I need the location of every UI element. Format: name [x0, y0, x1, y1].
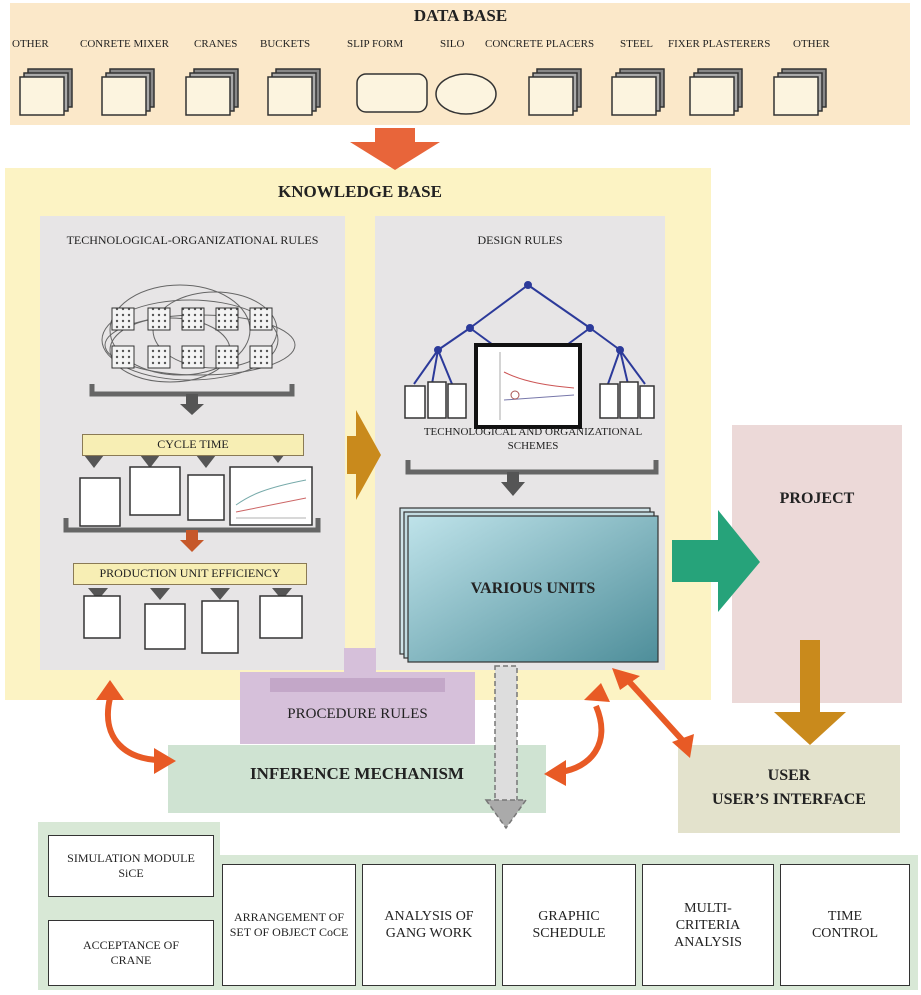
graphic-schedule-box: GRAPHIC SCHEDULE: [502, 864, 636, 986]
db-label-buckets: BUCKETS: [260, 38, 311, 50]
design-chart-thumbnail: [474, 343, 582, 429]
various-units-label: VARIOUS UNITS: [470, 580, 596, 597]
acceptance-of-crane-box: ACCEPTANCE OF CRANE: [48, 920, 214, 986]
db-label-other-1: OTHER: [12, 38, 49, 50]
units-to-modules-dashed-arrow: [484, 665, 528, 830]
project-to-user-arrow: [774, 640, 846, 745]
time-control-label: TIME CONTROL: [811, 909, 879, 941]
acceptance-of-crane-label: ACCEPTANCE OF CRANE: [82, 938, 180, 967]
database-title: DATA BASE: [413, 6, 508, 25]
inference-title: INFERENCE MECHANISM: [250, 764, 464, 783]
cycle-time-chart-thumbnail: [229, 466, 313, 526]
multi-criteria-label: MULTI-CRITERIA ANALYSIS: [674, 900, 742, 950]
db-stack-8: [773, 68, 827, 116]
cycle-time-boxes: [79, 466, 225, 527]
analysis-gang-work-box: ANALYSIS OF GANG WORK: [362, 864, 496, 986]
pue-arrows: [88, 588, 292, 600]
cycle-time-label: CYCLE TIME: [82, 434, 304, 456]
multi-criteria-box: MULTI-CRITERIA ANALYSIS: [642, 864, 774, 986]
procedure-rules-tab: [344, 648, 376, 676]
db-label-cranes: CRANES: [194, 38, 238, 50]
orange-curved-arrows: [105, 673, 687, 775]
db-label-concrete-mixer: CONRETE MIXER: [80, 38, 169, 50]
procedure-rules-label: PROCEDURE RULES: [287, 706, 428, 722]
schemes-down-arrow: [501, 472, 525, 496]
orange-arrowheads: [96, 668, 694, 786]
various-units-stack: [399, 507, 659, 663]
db-stack-4: [267, 68, 321, 116]
units-to-project-arrow: [672, 510, 760, 612]
db-stack-3: [185, 68, 239, 116]
graphic-schedule-label: GRAPHIC SCHEDULE: [532, 909, 606, 941]
db-label-silo: SILO: [440, 38, 465, 50]
inference-panel: [168, 745, 546, 813]
user-title: USER: [767, 767, 811, 784]
design-leaf-boxes: [404, 381, 655, 419]
simulation-module-label: SIMULATION MODULE SiCE: [67, 851, 195, 880]
knowledge-base-title: KNOWLEDGE BASE: [278, 182, 442, 201]
user-panel: [678, 745, 900, 833]
db-stack-icons: [19, 68, 827, 116]
db-silo-ellipse: [435, 73, 497, 115]
project-title: PROJECT: [779, 490, 855, 507]
production-unit-efficiency-label: PRODUCTION UNIT EFFICIENCY: [73, 563, 307, 585]
procedure-rules-strip: [270, 678, 445, 692]
analysis-gang-work-label: ANALYSIS OF GANG WORK: [384, 909, 474, 941]
db-label-fixer-plasterers: FIXER PLASTERERS: [668, 38, 771, 50]
user-interface-title: USER’S INTERFACE: [712, 791, 866, 808]
tech-to-design-arrow: [347, 410, 381, 500]
db-label-slip-form: SLIP FORM: [347, 38, 404, 50]
design-rules-title: DESIGN RULES: [477, 233, 563, 247]
db-stack-2: [101, 68, 155, 116]
time-control-box: TIME CONTROL: [780, 864, 910, 986]
db-stack-6: [611, 68, 665, 116]
db-label-steel: STEEL: [620, 38, 653, 50]
arrangement-box: ARRANGEMENT OF SET OF OBJECT CoCE: [222, 864, 356, 986]
db-label-other-2: OTHER: [793, 38, 830, 50]
db-stack-1: [19, 68, 73, 116]
tech-org-rules-title: TECHNOLOGICAL-ORGANIZATIONAL RULES: [66, 233, 319, 247]
schemes-label: TECHNOLOGICAL AND ORGANIZATIONAL SCHEMES: [423, 426, 643, 452]
cycle-down-arrow: [180, 530, 204, 552]
network-nodes: [111, 307, 273, 369]
cloud-bracket: [89, 384, 295, 397]
db-stack-5: [528, 68, 582, 116]
arrangement-label: ARRANGEMENT OF SET OF OBJECT CoCE: [229, 910, 349, 939]
schemes-bracket: [405, 460, 659, 475]
cloud-down-arrow: [180, 394, 204, 415]
pue-boxes: [83, 595, 303, 654]
db-slip-form-box: [356, 73, 428, 113]
db-label-concrete-placers: CONCRETE PLACERS: [485, 38, 595, 50]
db-to-kb-arrow: [350, 128, 440, 170]
db-stack-7: [689, 68, 743, 116]
simulation-module-box: SIMULATION MODULE SiCE: [48, 835, 214, 897]
